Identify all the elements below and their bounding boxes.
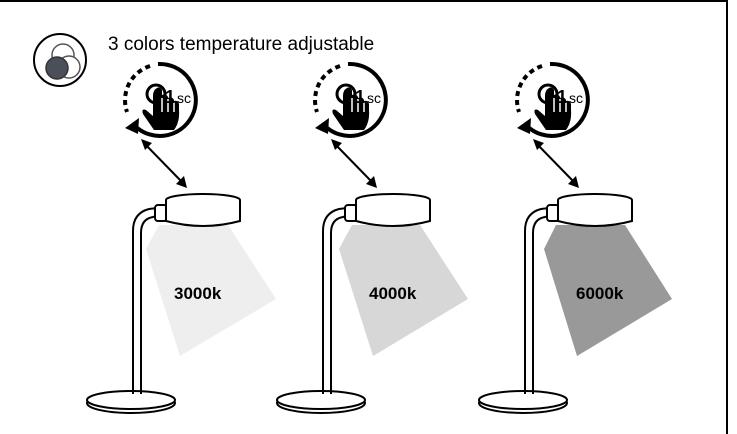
touch-duration-label: 1	[355, 87, 365, 107]
touch-duration-label: 1	[557, 87, 567, 107]
page-title: 3 colors temperature adjustable	[108, 34, 375, 55]
touch-duration-unit: sc	[367, 90, 381, 106]
pointer-arrow	[534, 141, 574, 182]
touch-duration-unit: sc	[177, 90, 191, 106]
touch-duration-unit: sc	[569, 90, 583, 106]
temperature-label-6000k: 6000k	[576, 284, 624, 303]
pointer-arrow	[142, 141, 182, 182]
light-beam	[146, 225, 276, 356]
temperature-label-3000k: 3000k	[174, 284, 222, 303]
three-circles-color-icon	[33, 33, 87, 87]
lamp-unit-1: 1 sc	[86, 61, 276, 414]
touch-duration-label: 1	[165, 87, 175, 107]
light-beam	[339, 225, 468, 356]
lamp-unit-2: 1 sc	[276, 61, 468, 414]
pointer-arrow	[332, 141, 372, 182]
lamp-unit-3: 1 sc	[478, 61, 672, 414]
light-beam	[544, 225, 672, 356]
temperature-label-4000k: 4000k	[369, 284, 417, 303]
